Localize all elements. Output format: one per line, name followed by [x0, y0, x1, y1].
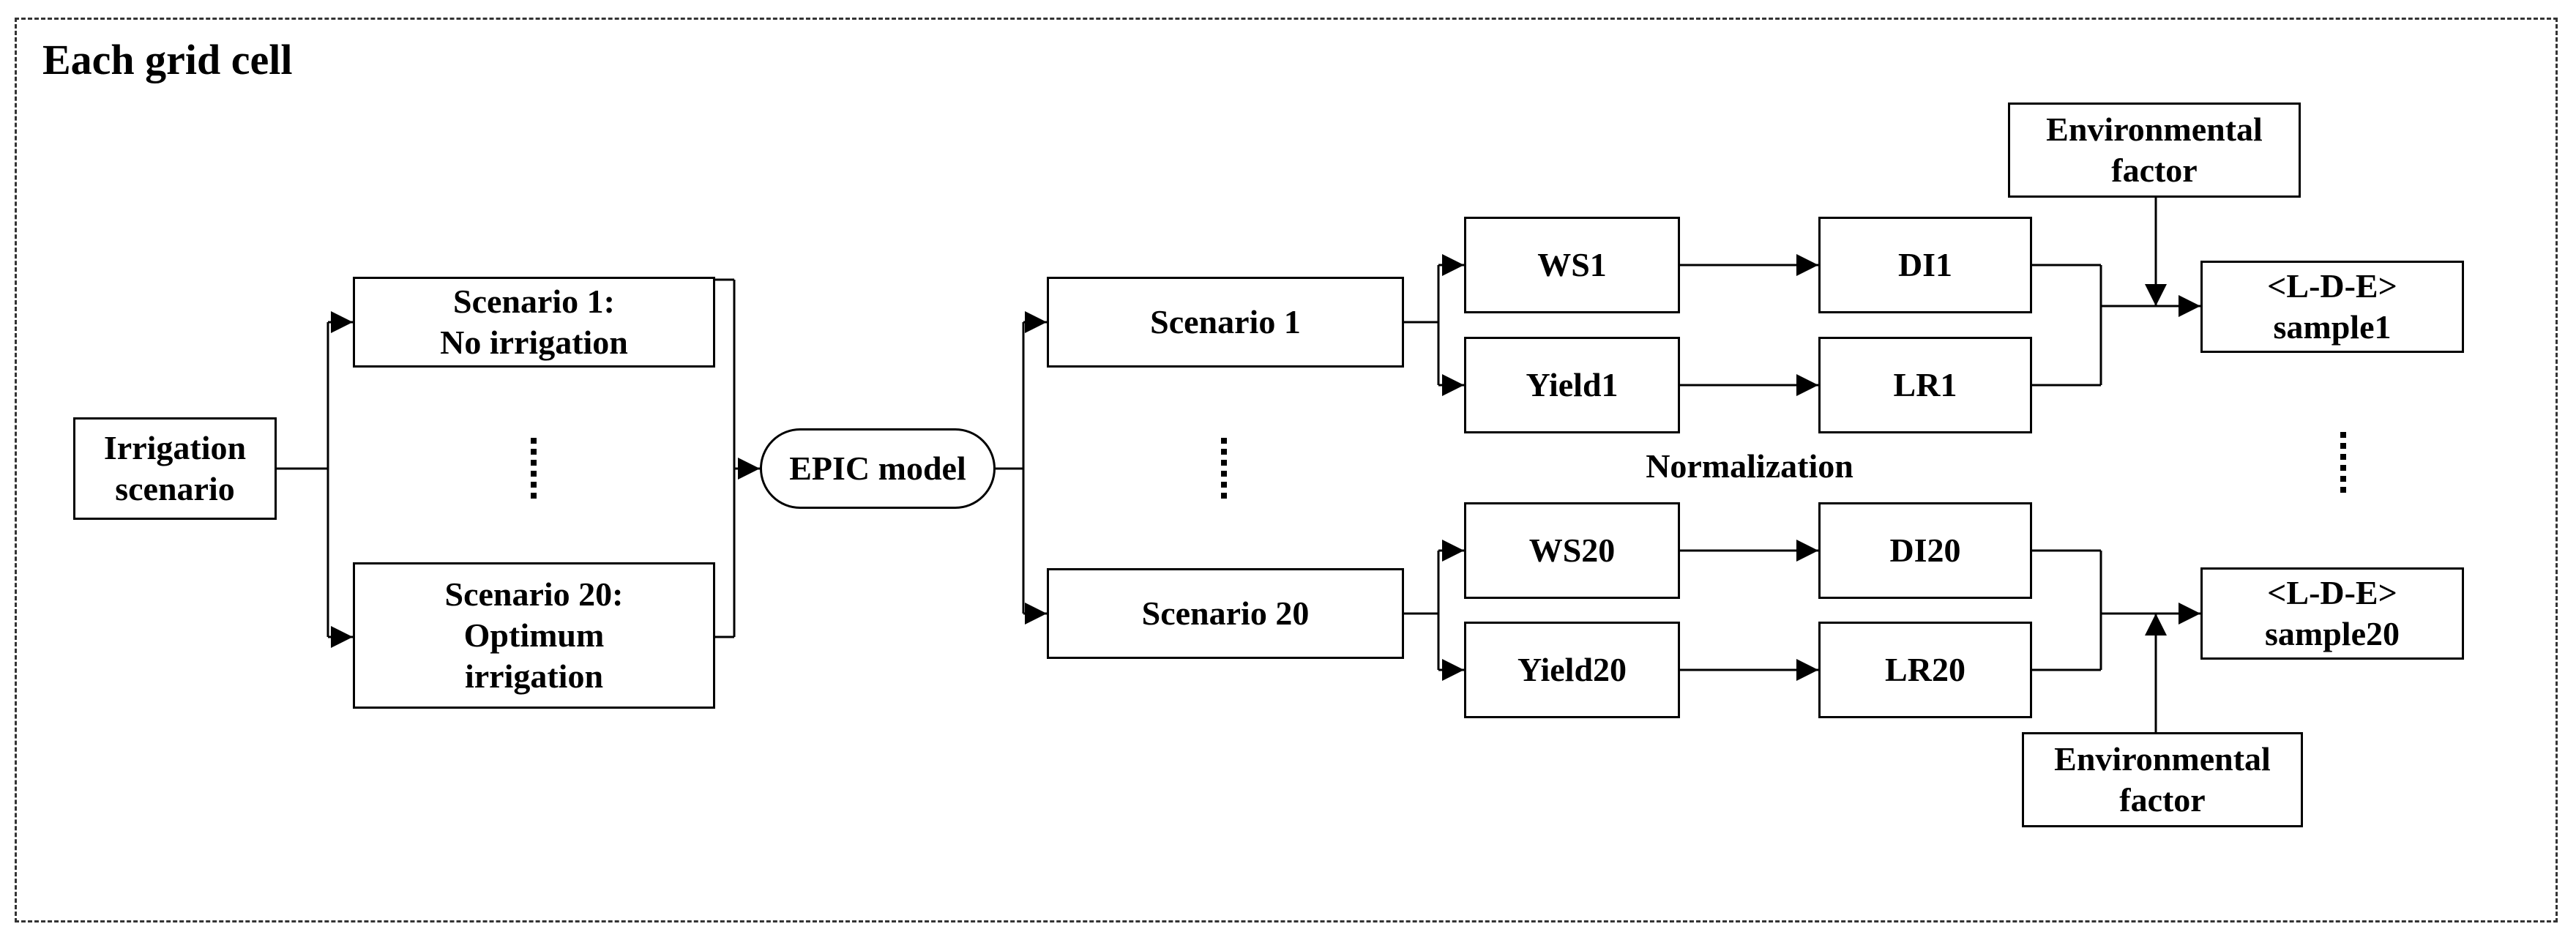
- node-label-line: Scenario 20: [1141, 594, 1310, 632]
- node-lr1: LR1: [1818, 337, 2032, 433]
- ellipsis-right: [2340, 432, 2346, 498]
- node-label-line: EPIC model: [789, 449, 966, 487]
- node-label-line: Scenario 1: [1150, 302, 1301, 340]
- node-label-line: Yield20: [1517, 650, 1627, 688]
- node-label-line: scenario: [115, 470, 235, 507]
- node-label-line: LR1: [1893, 365, 1957, 403]
- node-irrigation-scenario: Irrigation scenario: [73, 417, 277, 520]
- node-label-line: DI1: [1897, 245, 1953, 283]
- node-scenario20-right: Scenario 20: [1047, 568, 1404, 659]
- node-label-line: sample1: [2273, 308, 2392, 346]
- node-label-line: WS20: [1528, 531, 1616, 569]
- ellipsis-middle: [1221, 438, 1227, 504]
- node-lr20: LR20: [1818, 622, 2032, 718]
- normalization-label: Normalization: [1646, 447, 1853, 485]
- grid-cell-frame: [15, 18, 2558, 922]
- node-yield1: Yield1: [1464, 337, 1680, 433]
- node-scenario1-right: Scenario 1: [1047, 277, 1404, 368]
- node-label-line: LR20: [1885, 650, 1965, 688]
- node-label-line: WS1: [1537, 245, 1607, 283]
- node-label-line: <L-D-E>: [2267, 573, 2397, 611]
- node-env-factor-top: Environmental factor: [2008, 102, 2301, 198]
- frame-title: Each grid cell: [42, 36, 293, 83]
- node-epic-model: EPIC model: [760, 428, 996, 509]
- node-label-line: factor: [2111, 152, 2198, 189]
- node-label-line: No irrigation: [440, 324, 628, 361]
- node-label-line: DI20: [1889, 531, 1961, 569]
- node-di20: DI20: [1818, 502, 2032, 599]
- node-label-line: Scenario 1:: [452, 282, 615, 320]
- node-ws20: WS20: [1464, 502, 1680, 599]
- node-label-line: Irrigation: [103, 428, 247, 466]
- node-scenario1-left: Scenario 1: No irrigation: [353, 277, 715, 368]
- node-label-line: <L-D-E>: [2267, 266, 2397, 305]
- node-label-line: Environmental: [2046, 110, 2263, 148]
- node-label-line: factor: [2119, 781, 2206, 819]
- node-label-line: Environmental: [2054, 739, 2271, 778]
- node-sample1: <L-D-E>sample1: [2200, 261, 2464, 353]
- node-label-line: sample20: [2265, 615, 2400, 652]
- node-yield20: Yield20: [1464, 622, 1680, 718]
- node-label-line: Optimum: [463, 616, 605, 654]
- node-label-line: irrigation: [464, 657, 604, 696]
- node-ws1: WS1: [1464, 217, 1680, 313]
- node-label-line: Scenario 20:: [444, 575, 624, 613]
- node-label-line: Yield1: [1526, 365, 1619, 403]
- node-sample20: <L-D-E> sample20: [2200, 567, 2464, 660]
- ellipsis-left: [531, 438, 537, 504]
- node-di1: DI1: [1818, 217, 2032, 313]
